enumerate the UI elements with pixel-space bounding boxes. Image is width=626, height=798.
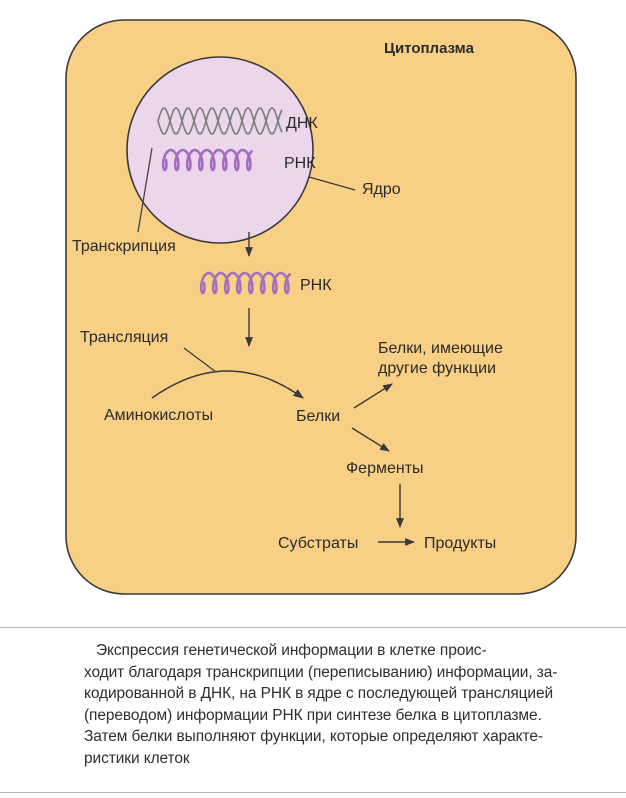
dna-label: ДНК — [286, 115, 318, 132]
translation-pointer-line — [183, 347, 217, 373]
cytoplasm-label: Цитоплазма — [384, 40, 475, 57]
caption-line: кодированной в ДНК, на РНК в ядре с посл… — [84, 685, 554, 702]
translation-label: Трансляция — [80, 329, 168, 346]
caption-line: Затем белки выполняют функции, которые о… — [84, 728, 543, 745]
caption-line: (переводом) информации РНК при синтезе б… — [84, 706, 542, 724]
arrow-proteins-to-other — [353, 383, 393, 409]
transcription-label: Транскрипция — [72, 238, 176, 255]
caption-top-rule — [0, 627, 626, 628]
enzymes-label: Ферменты — [346, 460, 424, 477]
rna-coil-cytoplasm-icon — [199, 271, 291, 295]
rna-label-cytoplasm: РНК — [300, 277, 332, 294]
caption-bottom-rule — [0, 792, 626, 793]
rna-label-nucleus: РНК — [284, 155, 316, 172]
products-label: Продукты — [424, 535, 496, 552]
dna-helix-icon — [157, 107, 283, 135]
figure-caption: Экспрессия генетической информации в кле… — [84, 640, 594, 769]
caption-line: ристики клеток — [84, 749, 190, 767]
translation-arc-arrow — [151, 370, 304, 399]
transcription-pointer-line — [137, 147, 153, 233]
substrates-label: Субстраты — [278, 535, 358, 552]
other-proteins-label-line2: другие функции — [378, 360, 496, 377]
amino-acids-label: Аминокислоты — [104, 407, 213, 424]
caption-line: ходит благодаря транскрипции (переписыва… — [84, 663, 558, 681]
arrow-proteins-to-enzymes — [351, 427, 390, 452]
nucleus-pointer-line — [308, 176, 356, 191]
other-proteins-label-line1: Белки, имеющие — [378, 340, 503, 357]
gene-expression-diagram: Цитоплазма ДНК РНК Ядро Транскрипция РНК… — [65, 19, 577, 595]
nucleus-label: Ядро — [362, 181, 401, 198]
rna-coil-icon — [161, 148, 253, 172]
caption-line: Экспрессия генетической информации в кле… — [96, 642, 487, 659]
proteins-label: Белки — [296, 408, 340, 425]
